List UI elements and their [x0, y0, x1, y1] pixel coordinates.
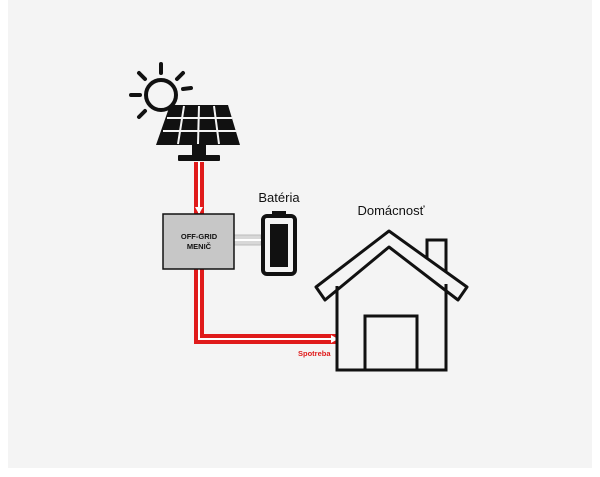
battery-connection	[232, 234, 262, 246]
house-door	[363, 314, 419, 372]
diagram-background	[8, 0, 592, 468]
inverter-label-line1: OFF-GRID	[181, 232, 218, 241]
flow-label: Spotreba	[298, 349, 331, 358]
battery-label: Batéria	[258, 190, 300, 205]
inverter-label-line2: MENIČ	[187, 242, 212, 251]
house-label: Domácnosť	[357, 203, 424, 218]
flow-line-panel-inverter	[194, 162, 204, 214]
inverter-box	[162, 213, 235, 270]
house-icon	[314, 229, 469, 372]
solar-panel-icon	[156, 105, 240, 161]
battery-icon	[261, 211, 297, 276]
flow-line-inverter-house	[194, 268, 338, 344]
sun-icon	[129, 62, 193, 119]
